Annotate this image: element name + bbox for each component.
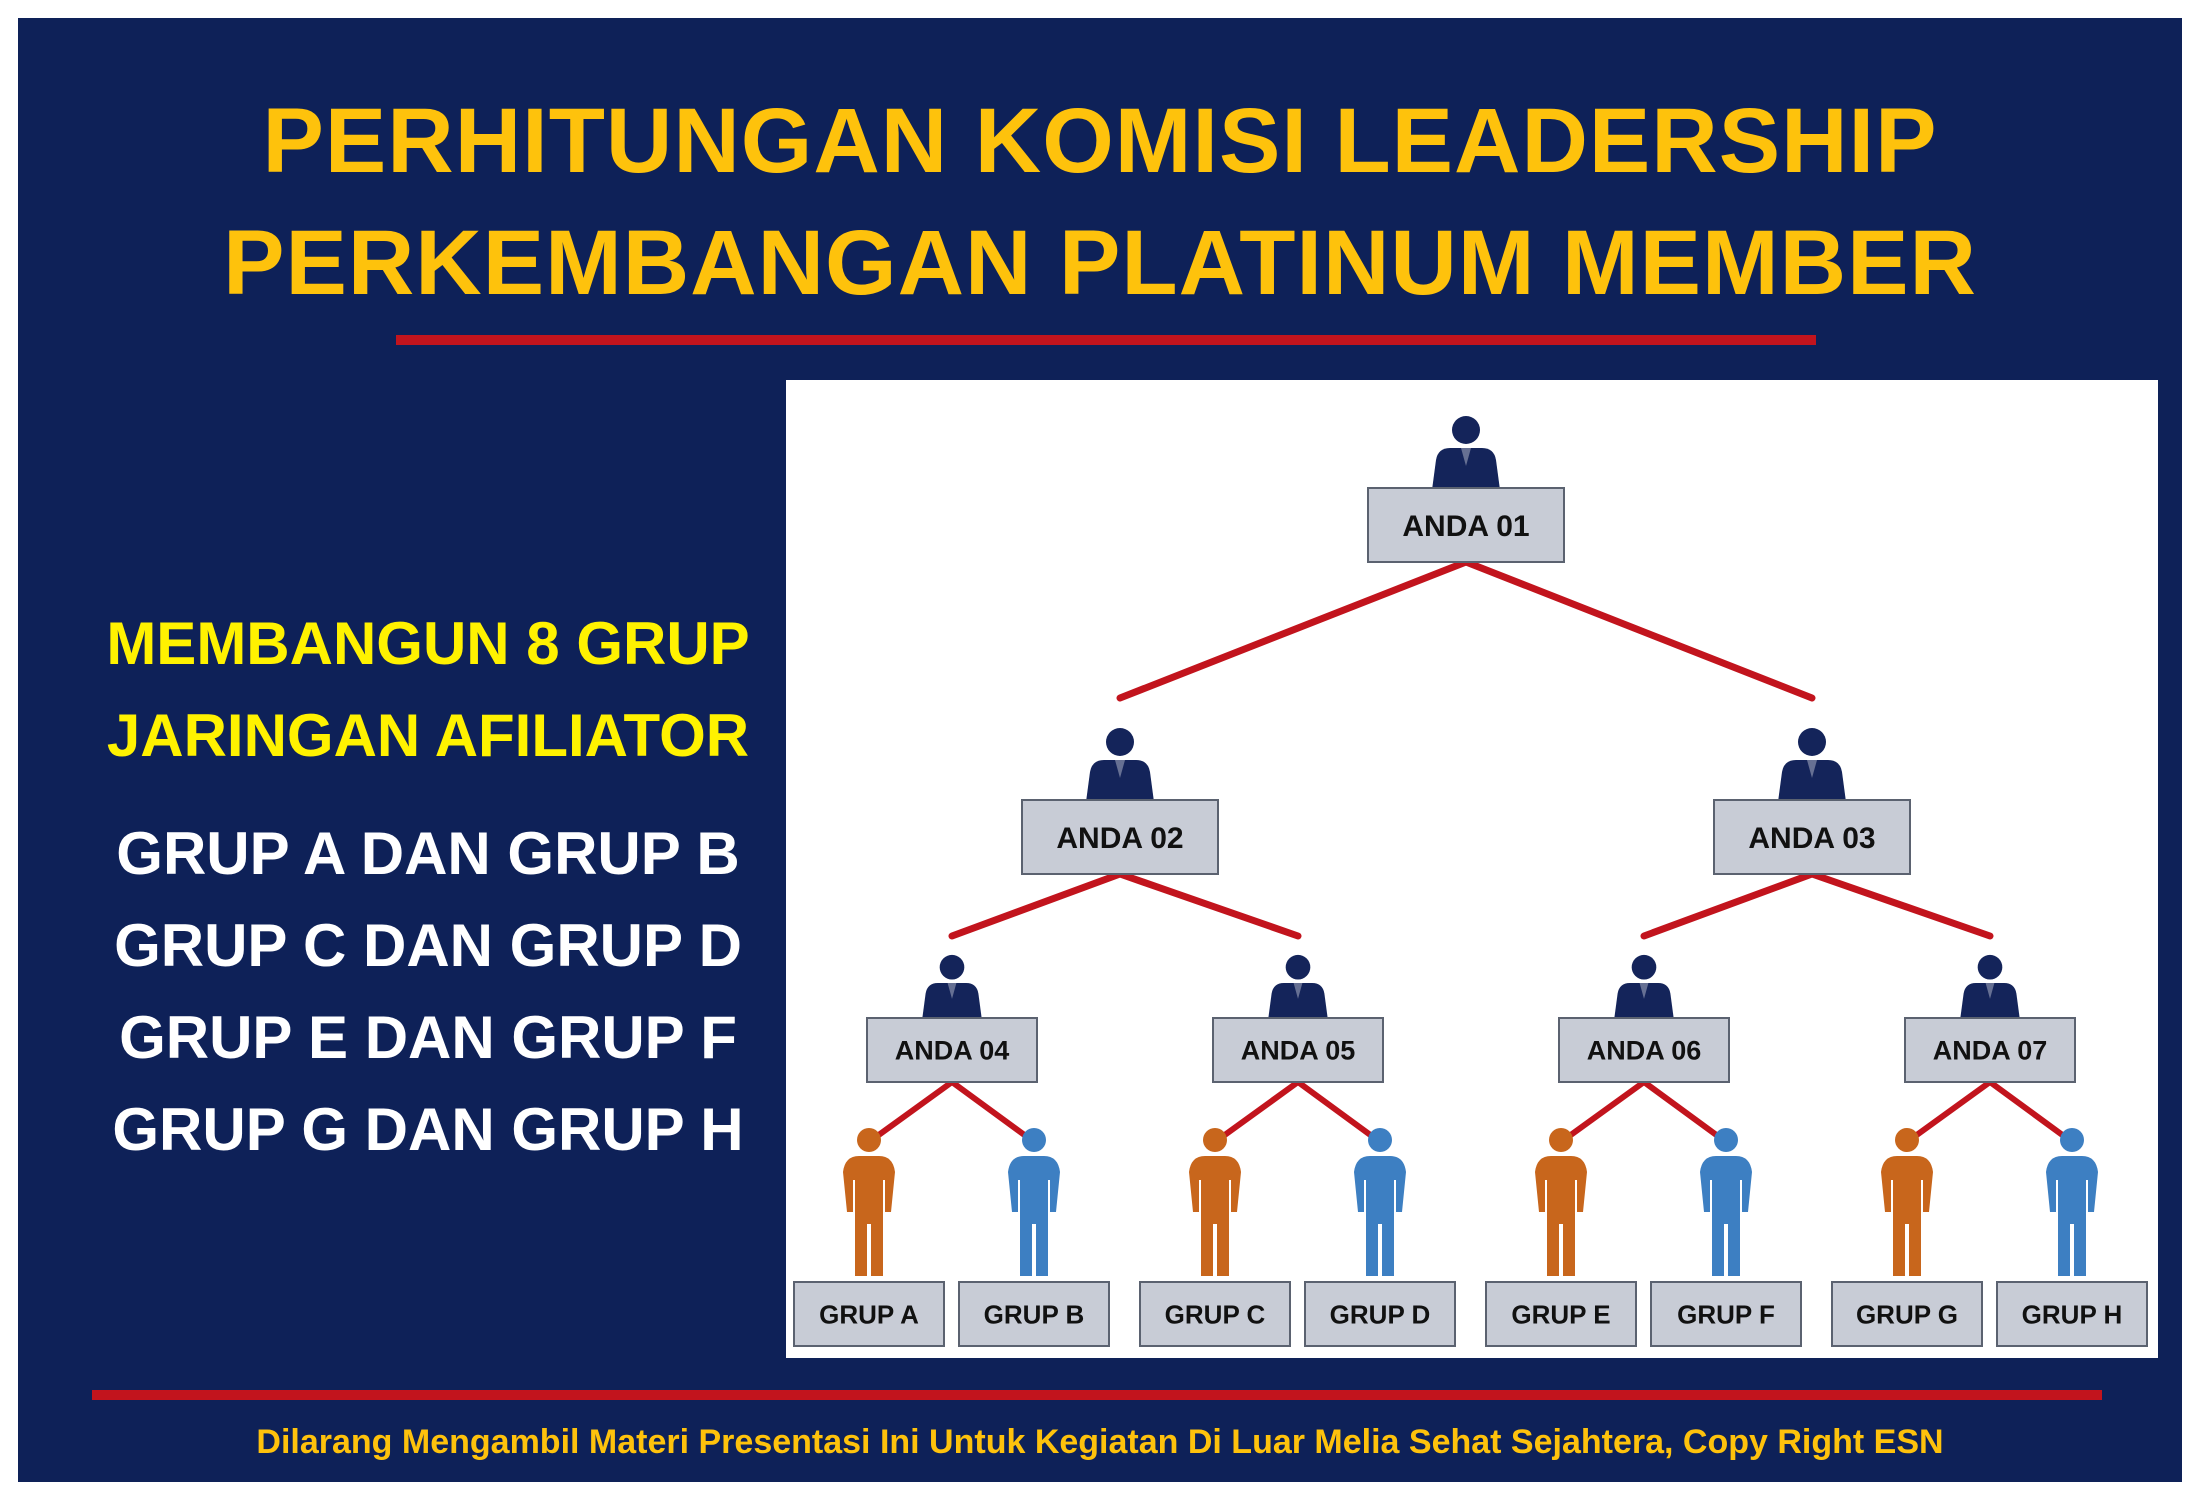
group-box-h-label: GRUP H (2022, 1299, 2123, 1329)
person-standing-icon (1535, 1128, 1587, 1276)
group-box-h: GRUP H (1996, 1281, 2148, 1347)
group-box-a: GRUP A (793, 1281, 945, 1347)
group-box-c-label: GRUP C (1165, 1299, 1266, 1329)
connector-line (866, 1079, 955, 1145)
connector-line (1808, 870, 1994, 940)
person-standing-icon (2046, 1128, 2098, 1276)
connector-line (1462, 558, 1816, 702)
person-icon (1268, 954, 1328, 1020)
slide: PERHITUNGAN KOMISI LEADERSHIP PERKEMBANG… (18, 18, 2182, 1482)
leader-box-6-label: ANDA 06 (1587, 1036, 1702, 1066)
connector-line (1987, 1079, 2075, 1145)
leader-box-2-label: ANDA 02 (1056, 822, 1183, 855)
group-box-f: GRUP F (1650, 1281, 1802, 1347)
group-box-e-label: GRUP E (1511, 1299, 1610, 1329)
connector-line (1116, 558, 1470, 702)
connector-line (1558, 1079, 1647, 1145)
person-standing-icon (1008, 1128, 1060, 1276)
group-box-b-label: GRUP B (984, 1299, 1085, 1329)
leader-box-1: ANDA 01 (1367, 487, 1565, 563)
group-box-e: GRUP E (1485, 1281, 1637, 1347)
group-box-a-label: GRUP A (819, 1299, 919, 1329)
person-icon (1778, 728, 1846, 802)
leader-box-5-label: ANDA 05 (1241, 1036, 1356, 1066)
connector-line (1640, 870, 1816, 940)
person-standing-icon (843, 1128, 895, 1276)
leader-box-1-label: ANDA 01 (1402, 510, 1529, 543)
connector-line (1212, 1079, 1301, 1145)
person-icon (1086, 728, 1154, 802)
connector-line (1641, 1079, 1729, 1145)
group-box-g-label: GRUP G (1856, 1299, 1958, 1329)
title-line-1: PERHITUNGAN KOMISI LEADERSHIP (262, 90, 1938, 192)
group-pair-ab: GRUP A DAN GRUP B (116, 820, 740, 887)
leader-box-7-label: ANDA 07 (1933, 1036, 2048, 1066)
connector-line (1904, 1079, 1993, 1145)
left-heading-line-1: MEMBANGUN 8 GRUP (106, 610, 750, 677)
person-standing-icon (1189, 1128, 1241, 1276)
person-icon (1614, 954, 1674, 1020)
footer-copyright: Dilarang Mengambil Materi Presentasi Ini… (256, 1423, 1944, 1461)
connector-line (949, 1079, 1037, 1145)
group-box-g: GRUP G (1831, 1281, 1983, 1347)
connector-line (948, 870, 1124, 940)
group-box-c: GRUP C (1139, 1281, 1291, 1347)
group-pair-gh: GRUP G DAN GRUP H (112, 1096, 744, 1163)
leader-box-6: ANDA 06 (1558, 1017, 1730, 1083)
leader-box-7: ANDA 07 (1904, 1017, 2076, 1083)
group-box-f-label: GRUP F (1677, 1299, 1775, 1329)
leader-box-2: ANDA 02 (1021, 799, 1219, 875)
person-icon (1432, 416, 1500, 490)
connector-line (1295, 1079, 1383, 1145)
leader-box-5: ANDA 05 (1212, 1017, 1384, 1083)
footer-divider (92, 1390, 2102, 1400)
group-box-b: GRUP B (958, 1281, 1110, 1347)
group-pair-cd: GRUP C DAN GRUP D (114, 912, 742, 979)
group-box-d: GRUP D (1304, 1281, 1456, 1347)
title-line-2: PERKEMBANGAN PLATINUM MEMBER (223, 212, 1977, 314)
connector-line (1116, 870, 1302, 940)
title-divider (396, 335, 1816, 345)
leader-box-4: ANDA 04 (866, 1017, 1038, 1083)
tree-diagram-panel: ANDA 01 ANDA 02 ANDA 03 ANDA 04 ANDA 05 ANDA … (786, 380, 2158, 1358)
person-standing-icon (1881, 1128, 1933, 1276)
person-standing-icon (1700, 1128, 1752, 1276)
person-standing-icon (1354, 1128, 1406, 1276)
group-pair-ef: GRUP E DAN GRUP F (119, 1004, 737, 1071)
left-heading-line-2: JARINGAN AFILIATOR (106, 702, 750, 769)
person-icon (922, 954, 982, 1020)
leader-box-3: ANDA 03 (1713, 799, 1911, 875)
group-box-d-label: GRUP D (1330, 1299, 1431, 1329)
person-icon (1960, 954, 2020, 1020)
leader-box-4-label: ANDA 04 (895, 1036, 1010, 1066)
leader-box-3-label: ANDA 03 (1748, 822, 1875, 855)
tree-diagram: ANDA 01 ANDA 02 ANDA 03 ANDA 04 ANDA 05 ANDA … (793, 416, 2148, 1347)
